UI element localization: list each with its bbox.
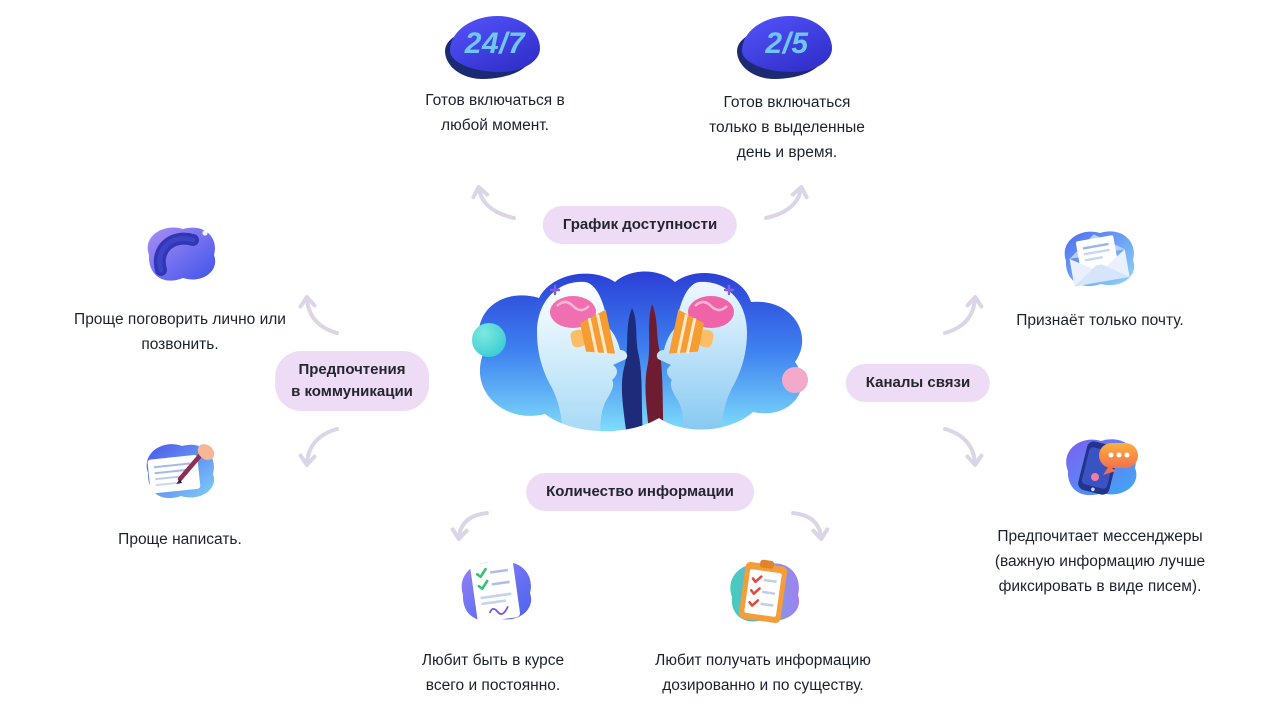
badge-2-5: 2/5 <box>737 16 832 79</box>
badge-text: 2/5 <box>765 27 809 60</box>
text-line: Предпочитает мессенджеры <box>997 528 1203 545</box>
category-label: График доступности <box>562 216 718 233</box>
mail-icon <box>1054 223 1142 293</box>
text-line: Признаёт только почту. <box>1016 312 1184 329</box>
text-line: Любит быть в курсе <box>421 652 565 669</box>
text-line: только в выделенные <box>709 119 865 136</box>
badge-blob <box>742 16 832 72</box>
category-pill-info: Количество информации <box>526 473 754 511</box>
branch-text-dosed-info: Любит получать информацию дозированно и … <box>655 648 871 698</box>
category-label: Каналы связи <box>865 374 971 391</box>
arrow-preferences-bottom <box>298 427 339 467</box>
arrow-schedule-left <box>471 185 516 220</box>
messenger-icon <box>1056 431 1144 501</box>
document-check-icon <box>451 553 539 631</box>
branch-text-call: Проще поговорить лично или позвонить. <box>74 307 286 357</box>
text-line: дозированно и по существу. <box>662 677 864 694</box>
badge-blob <box>450 16 540 72</box>
branch-text-email: Признаёт только почту. <box>1016 308 1183 333</box>
text-line: Любит получать информацию <box>655 652 871 669</box>
branch-text-constant-info: Любит быть в курсе всего и постоянно. <box>422 648 564 698</box>
arrow-info-right <box>791 511 830 541</box>
arrow-info-left <box>450 511 489 541</box>
text-line: Готов включаться <box>723 94 851 111</box>
category-pill-schedule: График доступности <box>542 206 738 244</box>
text-line: Проще написать. <box>118 531 242 548</box>
badge-24-7: 24/7 <box>445 16 540 79</box>
text-line: Готов включаться в <box>425 92 565 109</box>
arrow-preferences-top <box>298 295 339 335</box>
writing-icon <box>136 437 222 503</box>
text-line: фиксировать в виде писем). <box>998 578 1202 595</box>
branch-text-write: Проще написать. <box>118 527 242 552</box>
center-illustration-two-profiles <box>447 256 837 446</box>
category-label-line: в коммуникации <box>291 383 413 400</box>
text-line: (важную информацию лучше <box>994 553 1206 570</box>
badge-text: 24/7 <box>464 27 526 60</box>
text-line: Проще поговорить лично или <box>74 311 286 328</box>
text-line: день и время. <box>736 144 838 161</box>
branch-text-messengers: Предпочитает мессенджеры (важную информа… <box>995 524 1205 599</box>
category-label: Количество информации <box>546 483 734 500</box>
arrow-channels-top <box>943 295 984 335</box>
arrow-schedule-right <box>764 185 809 220</box>
text-line: всего и постоянно. <box>425 677 561 694</box>
text-line: позвонить. <box>141 336 219 353</box>
category-pill-preferences: Предпочтения в коммуникации <box>275 351 429 411</box>
clipboard-icon <box>720 553 806 631</box>
branch-text-scheduled: Готов включаться только в выделенные ден… <box>709 90 865 165</box>
phone-icon <box>136 221 224 285</box>
category-label-line: Предпочтения <box>298 361 406 378</box>
branch-text-always-on: Готов включаться в любой момент. <box>425 88 564 138</box>
category-pill-channels: Каналы связи <box>845 364 991 402</box>
text-line: любой момент. <box>441 117 549 134</box>
arrow-channels-bottom <box>943 427 984 467</box>
